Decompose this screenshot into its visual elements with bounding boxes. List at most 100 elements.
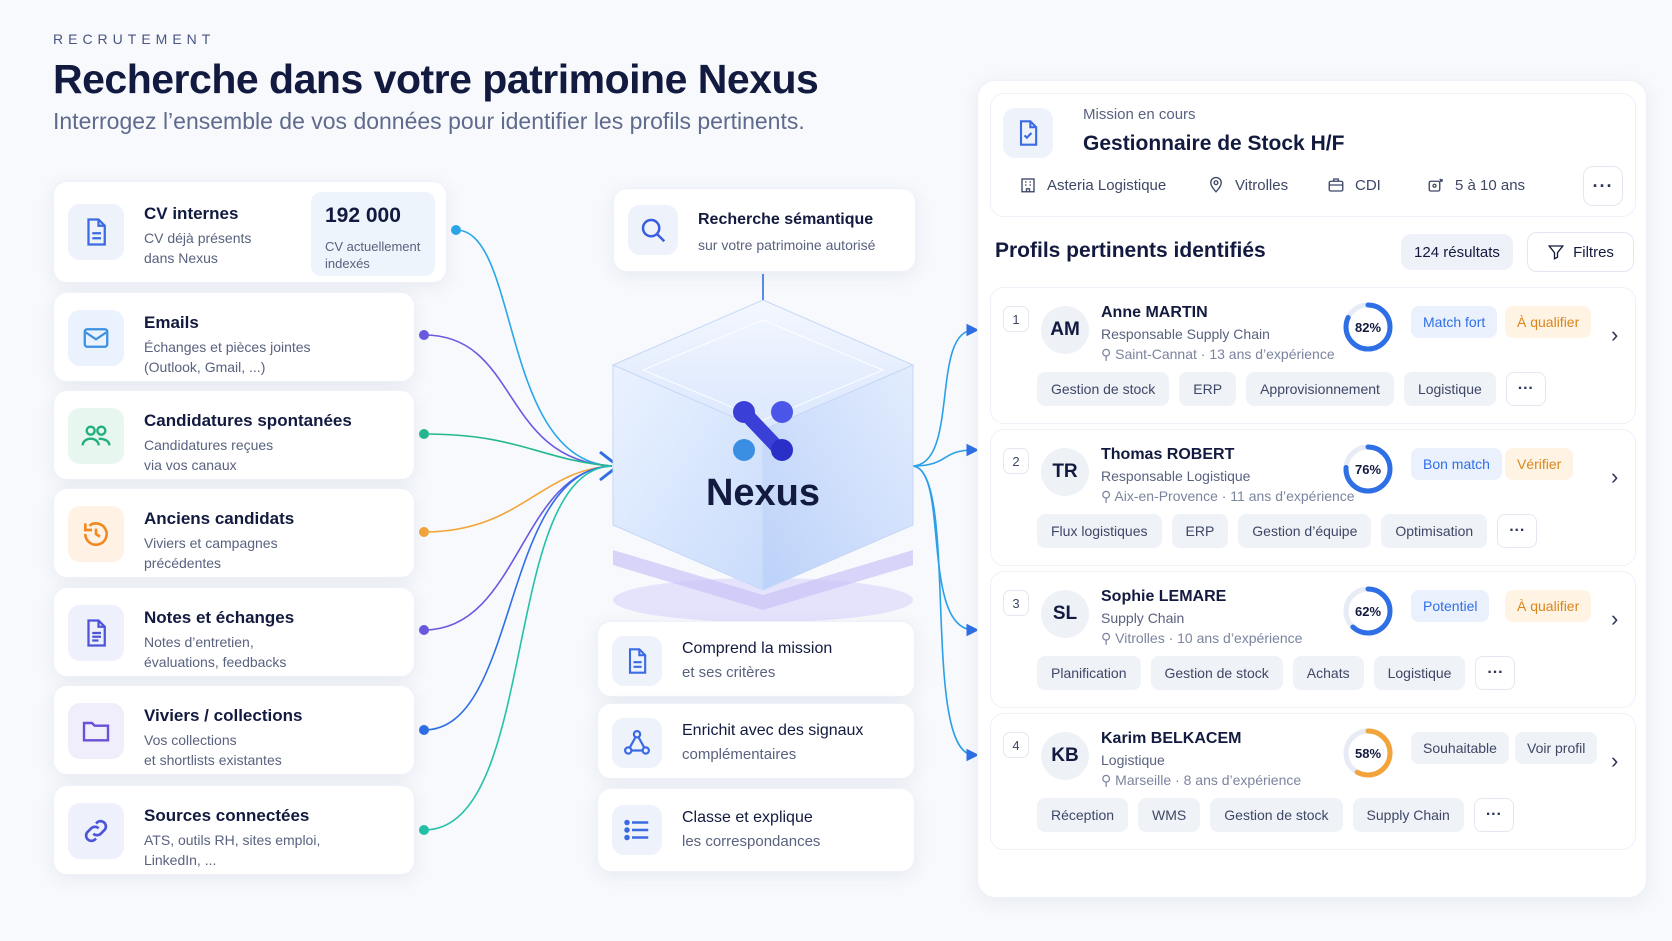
skill-tag: Gestion d’équipe [1238,514,1372,548]
profile-card[interactable]: 2 TR Thomas ROBERT Responsable Logistiqu… [990,429,1636,566]
profile-location-text: Aix-en-Provence · 11 ans d’expérience [1114,488,1355,504]
connector-dot [451,225,461,235]
profile-name[interactable]: Sophie LEMARE [1101,588,1227,605]
match-score-ring: 82% [1341,300,1395,354]
profile-name[interactable]: Anne MARTIN [1101,304,1208,321]
skill-tag: ERP [1179,372,1237,406]
list-icon [612,805,662,855]
filters-button[interactable]: Filtres [1527,232,1634,272]
source-card-notes[interactable]: Notes et échanges Notes d’entretien, éva… [53,587,415,677]
profile-location: ⚲ Marseille · 8 ans d’expérience [1101,772,1301,789]
pin-icon: ⚲ [1101,488,1115,504]
source-desc: CV déjà présents dans Nexus [144,230,252,266]
profile-role: Supply Chain [1101,610,1185,626]
mission-experience: 5 à 10 ans [1427,176,1525,194]
step-subtitle: et ses critères [682,664,776,681]
profile-name[interactable]: Karim BELKACEM [1101,730,1242,747]
profile-card[interactable]: 1 AM Anne MARTIN Responsable Supply Chai… [990,287,1636,424]
stat-value: 192 000 [325,204,401,227]
mission-city: Vitrolles [1207,176,1288,194]
page-title: Recherche dans votre patrimoine Nexus [53,56,819,102]
match-score-ring: 76% [1341,442,1395,496]
match-score-ring: 58% [1341,726,1395,780]
chevron-right-icon[interactable]: › [1611,464,1619,489]
mission-contract: CDI [1327,176,1381,194]
semantic-search-card[interactable]: Recherche sémantique sur votre patrimoin… [613,188,916,272]
network-icon [612,718,662,768]
building-icon [1021,178,1035,193]
match-score-arc [1343,728,1393,778]
stat-label: CV actuellement indexés [325,239,421,271]
avatar: TR [1041,448,1089,496]
source-card-anciens[interactable]: Anciens candidats Viviers et campagnes p… [53,488,415,578]
nexus-label: Nexus [705,472,821,514]
match-score-arc [1343,302,1393,352]
more-tags-button[interactable]: ··· [1475,656,1516,690]
step-subtitle: complémentaires [682,746,797,763]
source-card-candidatures[interactable]: Candidatures spontanées Candidatures reç… [53,390,415,480]
mission-card: Mission en cours Gestionnaire de Stock H… [990,93,1636,217]
view-profile-button[interactable]: Voir profil [1515,732,1598,764]
source-card-cv-internes[interactable]: CV internes CV déjà présents dans Nexus … [53,181,447,283]
skill-tags: Flux logistiques ERP Gestion d’équipe Optim… [1037,514,1538,548]
profile-name[interactable]: Thomas ROBERT [1101,446,1235,463]
source-card-viviers[interactable]: Viviers / collections Vos collections et… [53,685,415,775]
source-desc: Vos collections et shortlists existantes [144,732,282,768]
connector-dot [419,527,429,537]
filters-label: Filtres [1573,243,1614,261]
chevron-right-icon[interactable]: › [1611,322,1619,347]
skill-tag: Optimisation [1381,514,1488,548]
results-count: 124 résultats [1401,234,1513,270]
profile-location: ⚲ Aix-en-Provence · 11 ans d’expérience [1101,488,1355,505]
step-card-classe[interactable]: Classe et explique les correspondances [597,788,915,872]
chevron-right-icon[interactable]: › [1611,606,1619,631]
match-score-arc [1343,586,1393,636]
profile-rank: 2 [1003,448,1029,474]
source-card-emails[interactable]: Emails Échanges et pièces jointes (Outlo… [53,292,415,382]
more-tags-button[interactable]: ··· [1497,514,1538,548]
match-badge: Souhaitable [1411,732,1509,764]
profile-card[interactable]: 3 SL Sophie LEMARE Supply Chain ⚲ Vitrol… [990,571,1636,708]
more-tags-button[interactable]: ··· [1505,372,1546,406]
source-card-sources[interactable]: Sources connectées ATS, outils RH, sites… [53,785,415,875]
skill-tag: Flux logistiques [1037,514,1162,548]
pin-icon: ⚲ [1101,630,1116,646]
connector-dot [419,429,429,439]
experience-range: 5 à 10 ans [1455,176,1526,194]
source-desc: Échanges et pièces jointes (Outlook, Gma… [144,339,311,375]
chevron-right-icon[interactable]: › [1611,748,1619,773]
match-score-ring: 62% [1341,584,1395,638]
source-desc: Candidatures reçues via vos canaux [144,437,274,473]
profile-location-text: Marseille · 8 ans d’expérience [1115,772,1302,788]
skill-tag: Gestion de stock [1210,798,1343,832]
skill-tag: ERP [1171,514,1229,548]
connector-dot [419,330,429,340]
profile-card[interactable]: 4 KB Karim BELKACEM Logistique ⚲ Marseil… [990,713,1636,850]
avatar: KB [1041,732,1089,780]
source-title: Sources connectées [144,806,310,825]
step-title: Enrichit avec des signaux [682,722,864,739]
profile-location-text: Vitrolles · 10 ans d’expérience [1115,630,1303,646]
profile-location: ⚲ Vitrolles · 10 ans d’expérience [1101,630,1302,647]
results-panel: Mission en cours Gestionnaire de Stock H… [977,80,1647,898]
avatar: SL [1041,590,1089,638]
more-tags-button[interactable]: ··· [1473,798,1514,832]
match-score-arc [1343,444,1393,494]
connector-dot [419,625,429,635]
page-subtitle: Interrogez l’ensemble de vos données pou… [53,108,805,134]
step-card-enrichit[interactable]: Enrichit avec des signaux complémentaire… [597,703,915,779]
search-icon [628,205,678,255]
source-desc: ATS, outils RH, sites emploi, LinkedIn, … [144,832,321,868]
mission-more-button[interactable]: ··· [1583,166,1623,206]
profile-location-text: Saint-Cannat · 13 ans d’expérience [1115,346,1335,362]
skill-tag: WMS [1138,798,1201,832]
skill-tag: Gestion de stock [1150,656,1283,690]
step-card-mission[interactable]: Comprend la mission et ses critères [597,621,915,697]
profile-role: Responsable Logistique [1101,468,1251,484]
source-title: Anciens candidats [144,509,295,528]
company-name: Asteria Logistique [1047,176,1167,194]
profile-rank: 1 [1003,306,1029,332]
